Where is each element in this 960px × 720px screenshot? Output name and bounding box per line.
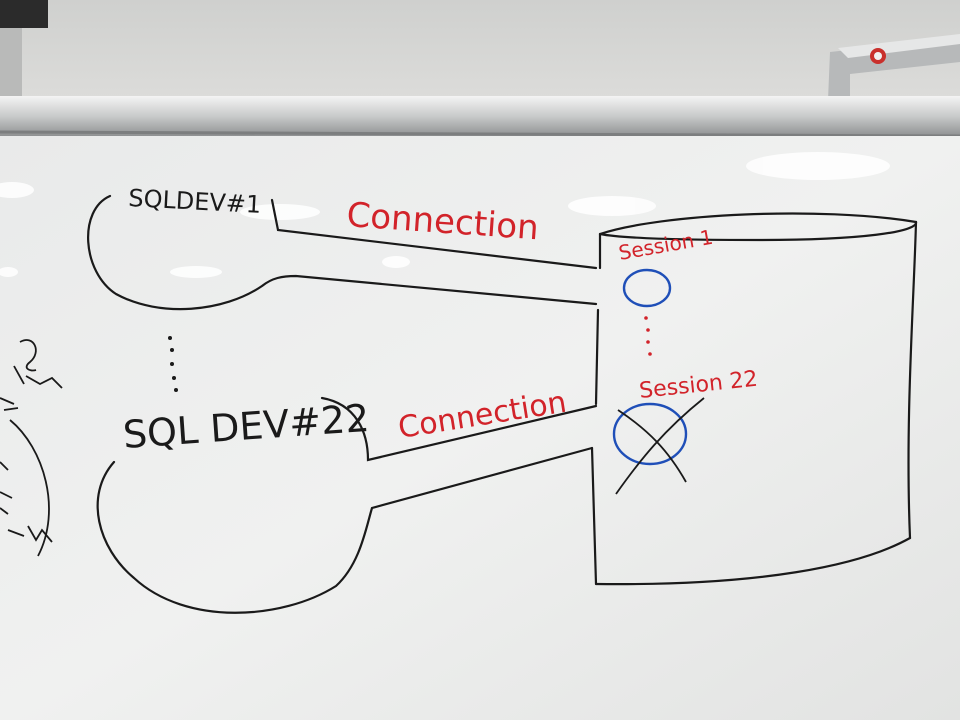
- session-22-circle: [612, 402, 688, 466]
- client-1-label: SQLDEV#1: [128, 184, 262, 219]
- client-1-shape: [87, 194, 598, 311]
- session-22-cross-out: [615, 397, 705, 495]
- left-edge-scribbles: [0, 339, 63, 557]
- database-cylinder: [590, 212, 918, 586]
- session-1-circle: [622, 268, 672, 308]
- wall-object: [0, 0, 48, 28]
- light-reflections: [0, 152, 890, 278]
- board-bracket: [828, 34, 960, 100]
- board-surface: [0, 136, 960, 720]
- board-top-rail: [0, 96, 960, 136]
- rail-edge: [0, 130, 960, 138]
- wall-panel: [0, 28, 22, 98]
- client-ellipsis: [168, 336, 178, 392]
- wall: [0, 0, 960, 100]
- client-22-shape: [96, 396, 598, 614]
- session-ellipsis: [644, 316, 652, 356]
